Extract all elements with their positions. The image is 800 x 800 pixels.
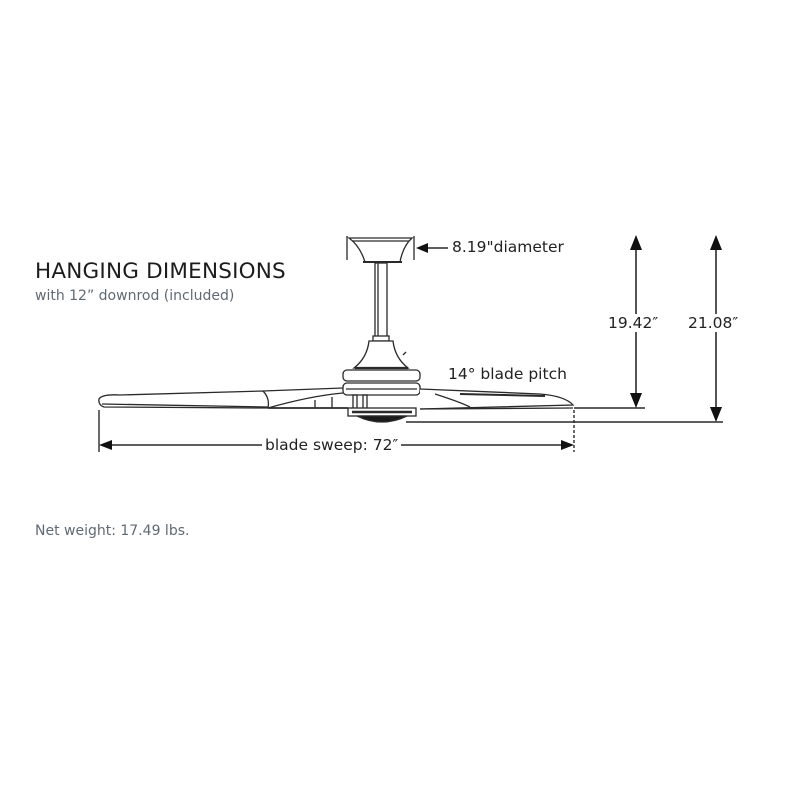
downrod — [372, 262, 390, 342]
left-blade — [98, 387, 348, 409]
right-blade — [419, 388, 575, 410]
arrowheads — [99, 235, 722, 450]
canopy — [346, 236, 415, 263]
page-subtitle: with 12” downrod (included) — [35, 288, 235, 304]
height-to-bottom-label: 21.08″ — [687, 314, 740, 332]
blade-pitch-label: 14° blade pitch — [448, 365, 567, 383]
canopy-diameter-label: 8.19"diameter — [452, 238, 564, 256]
height-to-blade-label: 19.42″ — [607, 314, 660, 332]
blade-sweep-label: blade sweep: 72″ — [262, 436, 402, 454]
motor-housing — [342, 340, 421, 410]
light-kit — [347, 407, 417, 423]
net-weight: Net weight: 17.49 lbs. — [35, 523, 190, 539]
page-title: HANGING DIMENSIONS — [35, 259, 286, 284]
